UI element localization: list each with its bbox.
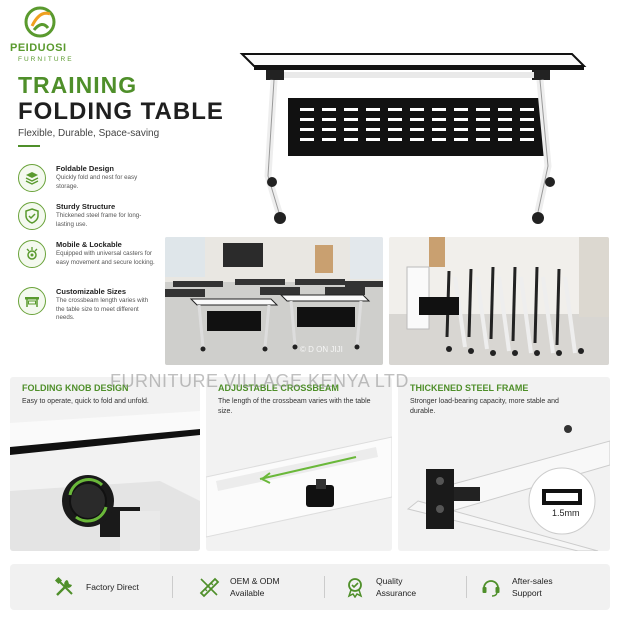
feature-title: Foldable Design [56, 164, 114, 173]
classroom-photo [165, 237, 383, 365]
feature-foldable: Foldable Design Quickly fold and nest fo… [18, 164, 158, 198]
feature-desc: Thickened steel frame for long-lasting u… [56, 212, 142, 228]
benefit-oem-odm: OEM & ODM Available [198, 564, 280, 610]
detail-title: ADJUSTABLE CROSSBEAM [218, 383, 339, 393]
benefits-bar: Factory Direct OEM & ODM Available Qualit… [10, 564, 610, 610]
benefit-label-line2: Available [230, 588, 265, 598]
table-icon [25, 297, 39, 307]
benefit-label-line2: Assurance [376, 588, 417, 598]
detail-crossbeam: ADJUSTABLE CROSSBEAM The length of the c… [206, 377, 392, 551]
crossbeam-closeup-image [206, 436, 392, 538]
tools-icon [54, 576, 73, 596]
bar-separator [172, 576, 173, 598]
measure-label: 1.5mm [552, 508, 580, 518]
quality-badge-icon [347, 578, 363, 598]
detail-title: FOLDING KNOB DESIGN [22, 383, 129, 393]
feature-desc: Equipped with universal casters for easy… [56, 250, 155, 266]
logo-mark-icon [24, 6, 56, 38]
steel-frame-closeup-image [406, 425, 610, 551]
photo-watermark: © D ON JIJI [300, 345, 343, 354]
benefit-label-line1: OEM & ODM [230, 576, 280, 586]
detail-steel-frame: THICKENED STEEL FRAME Stronger load-bear… [398, 377, 610, 551]
detail-knob: FOLDING KNOB DESIGN Easy to operate, qui… [10, 377, 200, 551]
bar-separator [324, 576, 325, 598]
knob-closeup-image [10, 411, 200, 551]
benefit-label-line2: Support [512, 588, 542, 598]
caster-icon [26, 247, 38, 260]
benefit-label: Factory Direct [86, 582, 139, 592]
tagline: Flexible, Durable, Space-saving [18, 128, 160, 139]
feature-title: Customizable Sizes [56, 287, 127, 296]
brand-logo: PEIDUOSI FURNITURE [10, 6, 100, 66]
brand-sub: FURNITURE [18, 56, 74, 63]
feature-desc: The crossbeam length varies with the tab… [56, 297, 149, 321]
classroom-scene [165, 237, 383, 352]
feature-title: Sturdy Structure [56, 202, 116, 211]
feature-title: Mobile & Lockable [56, 240, 122, 249]
title-underline [18, 145, 40, 147]
headset-icon [482, 580, 500, 597]
benefit-label-line1: Quality [376, 576, 403, 586]
stacked-tables-photo [389, 237, 609, 365]
detail-title: THICKENED STEEL FRAME [410, 383, 529, 393]
watermark-text: FURNITURE VILLAGE KENYA LTD [110, 371, 409, 391]
title-line-1: TRAINING [18, 72, 138, 98]
benefit-factory-direct: Factory Direct [54, 564, 139, 610]
ruler-pencil-icon [199, 577, 220, 598]
detail-desc: Stronger load-bearing capacity, more sta… [410, 398, 559, 415]
layers-icon [25, 172, 39, 185]
title-line-2: FOLDING TABLE [18, 98, 224, 125]
feature-sturdy: Sturdy Structure Thickened steel frame f… [18, 202, 158, 236]
hero-table-image [239, 53, 587, 224]
detail-desc: Easy to operate, quick to fold and unfol… [22, 398, 149, 405]
stacked-tables-scene [406, 237, 609, 356]
brand-name: PEIDUOSI [10, 42, 67, 54]
feature-mobile: Mobile & Lockable Equipped with universa… [18, 240, 158, 280]
feature-desc: Quickly fold and nest for easy storage. [56, 174, 138, 190]
detail-desc: The length of the crossbeam varies with … [218, 398, 371, 415]
feature-customizable: Customizable Sizes The crossbeam length … [18, 287, 158, 327]
shield-icon [25, 208, 39, 224]
bar-separator [466, 576, 467, 598]
benefit-label-line1: After-sales [512, 576, 553, 586]
